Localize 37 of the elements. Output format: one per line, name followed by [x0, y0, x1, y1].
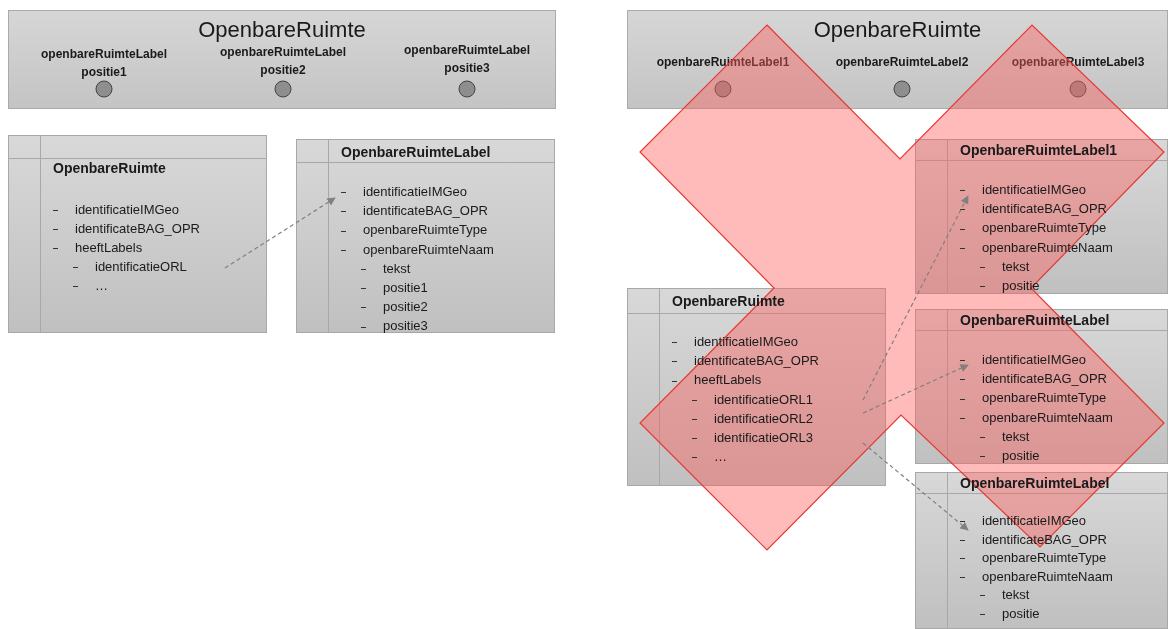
class-box: [627, 288, 886, 486]
attribute-text: identificateBAG_OPR: [960, 201, 1107, 218]
attribute-text: openbareRuimteType: [960, 550, 1107, 566]
dashed-arrow: [862, 364, 969, 414]
class-name: OpenbareRuimte: [53, 159, 166, 177]
band-title: OpenbareRuimte: [198, 17, 366, 43]
attribute-text: openbareRuimteType: [960, 220, 1107, 237]
class-name: OpenbareRuimteLabel: [960, 474, 1110, 492]
class-box: [915, 309, 1168, 464]
header-band: [627, 10, 1168, 109]
port-label: openbareRuimteLabel positie3: [403, 42, 531, 77]
class-box: [915, 472, 1168, 629]
dashed-arrow: [862, 195, 969, 401]
attribute-text: positie: [980, 448, 1040, 464]
band-title: OpenbareRuimte: [813, 17, 982, 43]
attribute-text: identificateBAG_OPR: [341, 203, 488, 220]
header-band: [8, 10, 556, 109]
dashed-arrow: [224, 197, 336, 269]
attribute-text: positie1: [361, 280, 428, 296]
attribute-text: identificateBAG_OPR: [960, 371, 1107, 388]
class-name: OpenbareRuimteLabel1: [960, 141, 1118, 159]
port-label: openbareRuimteLabel2: [835, 54, 969, 71]
port-label: openbareRuimteLabel positie1: [40, 46, 168, 81]
attribute-text: identificateBAG_OPR: [53, 221, 200, 237]
attribute-text: openbareRuimteType: [960, 390, 1107, 407]
attribute-text: identificateBAG_OPR: [672, 353, 819, 370]
class-name: OpenbareRuimteLabel: [960, 311, 1110, 329]
class-name: OpenbareRuimteLabel: [341, 143, 491, 161]
class-box: [8, 135, 267, 333]
attribute-text: positie2: [361, 299, 428, 316]
port-label: openbareRuimteLabel positie2: [219, 44, 347, 79]
attribute-text: positie3: [361, 318, 428, 335]
class-box: [296, 139, 555, 333]
attribute-text: positie: [980, 278, 1040, 294]
class-box: [915, 139, 1168, 294]
dashed-arrow: [862, 442, 969, 531]
attribute-text: openbareRuimteType: [341, 222, 488, 239]
